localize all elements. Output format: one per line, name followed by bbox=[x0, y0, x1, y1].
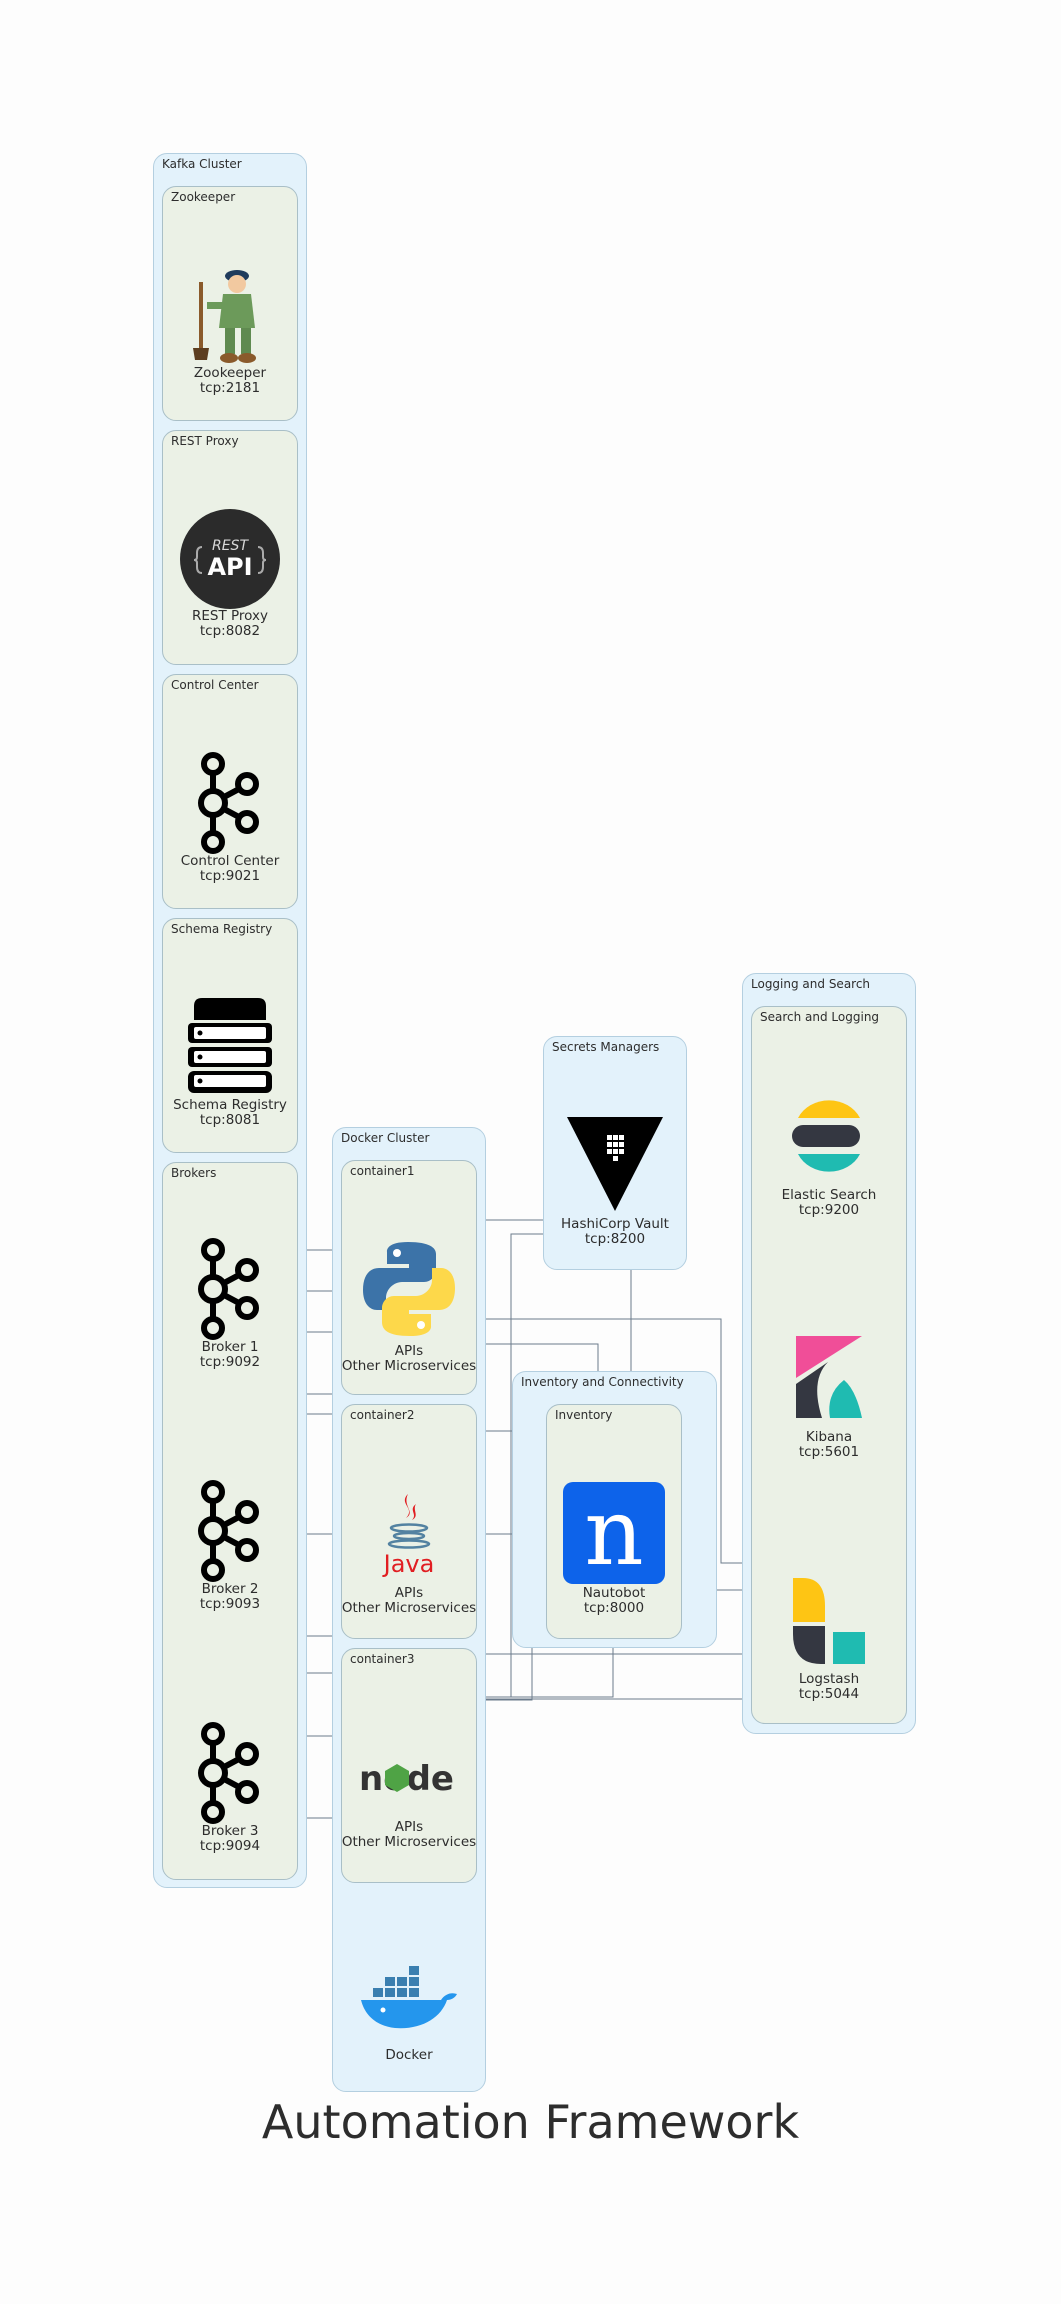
vault-node[interactable]: HashiCorp Vault tcp:8200 bbox=[550, 1115, 680, 1247]
control-center-cluster-label: Control Center bbox=[171, 678, 259, 692]
broker3-port: tcp:9094 bbox=[199, 1838, 261, 1854]
rest-proxy-name: REST Proxy bbox=[192, 608, 268, 624]
schema-registry-node[interactable]: Schema Registry tcp:8081 bbox=[170, 996, 290, 1128]
logstash-node[interactable]: Logstash tcp:5044 bbox=[769, 1576, 889, 1702]
container3-cluster-label: container3 bbox=[350, 1652, 415, 1666]
kibana-node[interactable]: Kibana tcp:5601 bbox=[769, 1334, 889, 1460]
rest-api-icon-top-text: REST bbox=[212, 538, 249, 554]
rest-proxy-cluster-label: REST Proxy bbox=[171, 434, 239, 448]
java-icon: Java bbox=[382, 1494, 435, 1578]
container2-cluster-label: container2 bbox=[350, 1408, 415, 1422]
rest-api-icon: REST API bbox=[180, 509, 280, 609]
nautobot-icon: n bbox=[563, 1482, 665, 1584]
database-stack-icon bbox=[188, 998, 272, 1093]
zookeeper-name: Zookeeper bbox=[193, 365, 267, 381]
broker2-port: tcp:9093 bbox=[199, 1596, 261, 1612]
node-api-name: APIs bbox=[394, 1819, 424, 1835]
java-api-name: APIs bbox=[394, 1585, 424, 1601]
vault-name: HashiCorp Vault bbox=[561, 1216, 669, 1232]
vault-triangle-icon bbox=[567, 1117, 663, 1211]
kibana-icon bbox=[796, 1336, 862, 1418]
rest-proxy-port: tcp:8082 bbox=[199, 623, 261, 639]
logging-search-cluster-label: Logging and Search bbox=[751, 977, 871, 991]
elastic-name: Elastic Search bbox=[781, 1187, 877, 1203]
docker-whale-icon bbox=[361, 1966, 457, 2029]
container2-cluster: container2 bbox=[341, 1404, 477, 1639]
elastic-port: tcp:9200 bbox=[798, 1202, 860, 1218]
logstash-icon bbox=[793, 1578, 865, 1664]
broker3-node[interactable]: Broker 3 tcp:9094 bbox=[170, 1722, 290, 1854]
schema-registry-name: Schema Registry bbox=[173, 1097, 287, 1113]
python-api-node[interactable]: APIs Other Microservices bbox=[334, 1240, 484, 1374]
schema-registry-cluster-label: Schema Registry bbox=[171, 922, 273, 936]
kafka-cluster-label: Kafka Cluster bbox=[162, 157, 242, 171]
node-api-node[interactable]: node APIs Other Microservices bbox=[334, 1756, 484, 1850]
diagram-title: Automation Framework bbox=[261, 2095, 800, 2149]
zookeeper-icon bbox=[193, 270, 256, 363]
node-api-sub: Other Microservices bbox=[341, 1834, 477, 1850]
inventory-cluster-label: Inventory bbox=[555, 1408, 613, 1422]
rest-proxy-node[interactable]: REST API REST Proxy tcp:8082 bbox=[170, 509, 290, 639]
brokers-cluster-label: Brokers bbox=[171, 1166, 217, 1180]
container1-cluster-label: container1 bbox=[350, 1164, 415, 1178]
control-center-name: Control Center bbox=[180, 853, 280, 869]
control-center-port: tcp:9021 bbox=[199, 868, 261, 884]
broker1-node[interactable]: Broker 1 tcp:9092 bbox=[170, 1238, 290, 1370]
kibana-port: tcp:5601 bbox=[798, 1444, 860, 1460]
docker-name: Docker bbox=[385, 2047, 433, 2063]
nautobot-node[interactable]: n Nautobot tcp:8000 bbox=[554, 1482, 674, 1616]
java-api-node[interactable]: Java APIs Other Microservices bbox=[334, 1490, 484, 1616]
zookeeper-node[interactable]: Zookeeper tcp:2181 bbox=[170, 262, 290, 396]
zookeeper-port: tcp:2181 bbox=[199, 380, 261, 396]
control-center-node[interactable]: Control Center tcp:9021 bbox=[170, 752, 290, 884]
broker2-node[interactable]: Broker 2 tcp:9093 bbox=[170, 1480, 290, 1612]
logstash-port: tcp:5044 bbox=[798, 1686, 860, 1702]
nodejs-icon: node bbox=[359, 1759, 454, 1799]
rest-api-icon-main-text: API bbox=[207, 553, 252, 581]
python-api-sub: Other Microservices bbox=[341, 1358, 477, 1374]
broker3-name: Broker 3 bbox=[201, 1823, 259, 1839]
zookeeper-cluster-label: Zookeeper bbox=[171, 190, 236, 204]
docker-node[interactable]: Docker bbox=[334, 1964, 484, 2063]
secrets-managers-cluster-label: Secrets Managers bbox=[552, 1040, 660, 1054]
kafka-icon bbox=[198, 1238, 259, 1340]
elasticsearch-icon bbox=[792, 1100, 860, 1172]
kibana-name: Kibana bbox=[805, 1429, 853, 1445]
kafka-icon bbox=[198, 1480, 259, 1582]
python-icon bbox=[363, 1242, 455, 1336]
container3-cluster: container3 bbox=[341, 1648, 477, 1883]
broker1-port: tcp:9092 bbox=[199, 1354, 261, 1370]
elastic-node[interactable]: Elastic Search tcp:9200 bbox=[769, 1092, 889, 1218]
vault-port: tcp:8200 bbox=[584, 1231, 646, 1247]
kafka-icon bbox=[198, 752, 259, 854]
docker-cluster-label: Docker Cluster bbox=[341, 1131, 430, 1145]
nautobot-port: tcp:8000 bbox=[583, 1600, 645, 1616]
java-icon-text: Java bbox=[382, 1550, 435, 1578]
broker2-name: Broker 2 bbox=[201, 1581, 259, 1597]
schema-registry-port: tcp:8081 bbox=[199, 1112, 261, 1128]
search-logging-cluster-label: Search and Logging bbox=[760, 1010, 880, 1024]
nautobot-icon-text: n bbox=[584, 1482, 643, 1584]
broker1-name: Broker 1 bbox=[201, 1339, 259, 1355]
java-api-sub: Other Microservices bbox=[341, 1600, 477, 1616]
nautobot-name: Nautobot bbox=[582, 1585, 646, 1601]
inventory-connectivity-cluster-label: Inventory and Connectivity bbox=[521, 1375, 684, 1389]
kafka-icon bbox=[198, 1722, 259, 1824]
logstash-name: Logstash bbox=[798, 1671, 860, 1687]
python-api-name: APIs bbox=[394, 1343, 424, 1359]
